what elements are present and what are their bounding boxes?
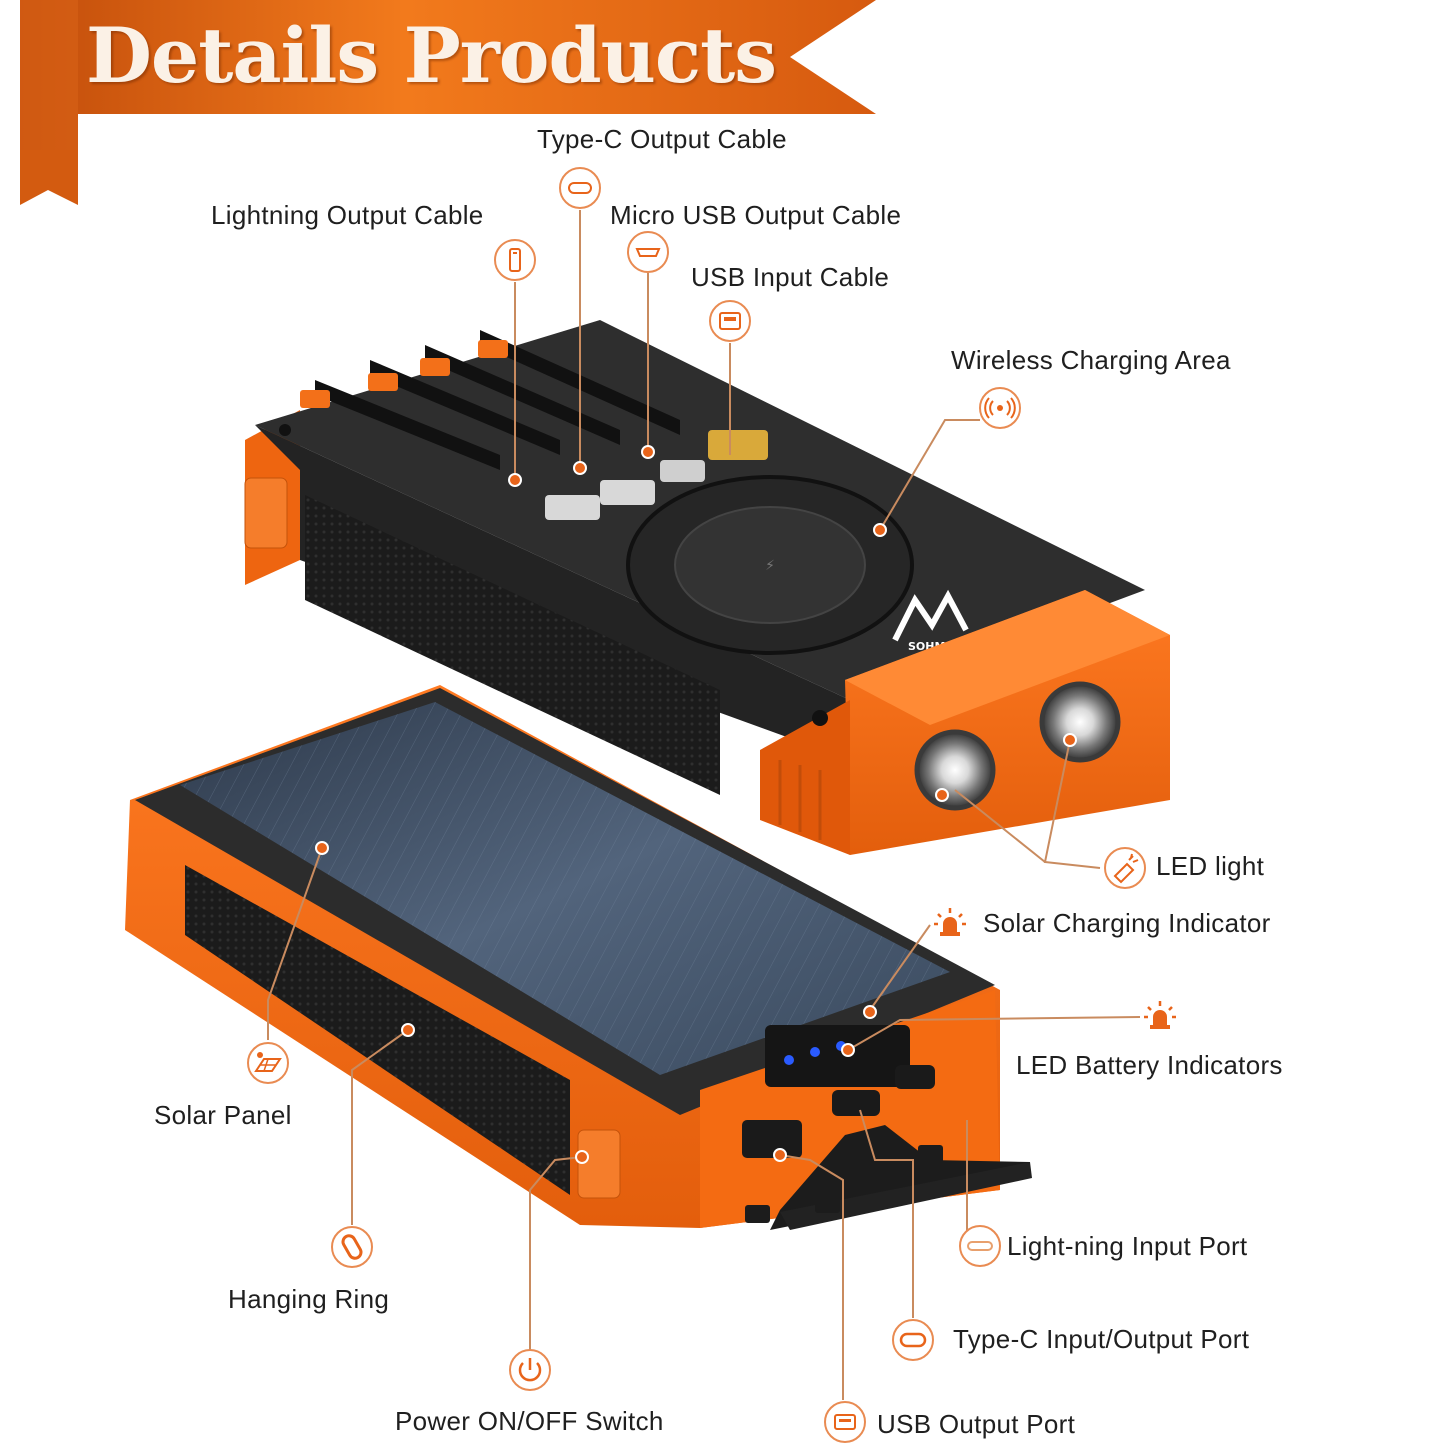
typec-port-icon <box>558 166 602 210</box>
label-micro-usb-output-cable: Micro USB Output Cable <box>610 200 902 230</box>
label-power-switch: Power ON/OFF Switch <box>395 1406 664 1436</box>
lightning-port-icon <box>958 1224 1002 1268</box>
solar-panel-icon <box>246 1041 290 1085</box>
label-usb-output-port: USB Output Port <box>877 1409 1076 1439</box>
usb-output-port-icon <box>823 1400 867 1444</box>
carabiner-icon <box>330 1225 374 1269</box>
label-hanging-ring: Hanging Ring <box>228 1284 390 1314</box>
typec-io-port-icon <box>891 1318 935 1362</box>
label-lightning-input-port: Light-ning Input Port <box>1007 1231 1248 1261</box>
power-bank-solar <box>125 685 1032 1230</box>
lightning-connector-icon <box>493 238 537 282</box>
micro-usb-port-icon <box>626 230 670 274</box>
flashlight-icon <box>1103 846 1147 890</box>
solar-indicator-light-icon <box>928 902 972 946</box>
label-led-battery-indicators: LED Battery Indicators <box>1016 1050 1283 1080</box>
wireless-charging-icon <box>978 386 1022 430</box>
label-solar-panel: Solar Panel <box>154 1100 292 1130</box>
callout-dots <box>315 445 1077 1164</box>
label-usb-input-cable: USB Input Cable <box>691 262 890 292</box>
power-icon <box>508 1348 552 1392</box>
label-typec-output-cable: Type-C Output Cable <box>537 124 787 154</box>
label-led-light: LED light <box>1156 851 1265 881</box>
wireless-pad-mark: ⚡ <box>765 558 775 574</box>
title-banner <box>20 0 876 205</box>
power-bank-top: ⚡ SOHMANS <box>244 320 1170 855</box>
usb-a-port-icon <box>708 299 752 343</box>
label-wireless-charging-area: Wireless Charging Area <box>951 345 1231 375</box>
label-lightning-output-cable: Lightning Output Cable <box>211 200 484 230</box>
page-title: Details Products <box>86 11 777 100</box>
battery-indicator-light-icon <box>1138 995 1182 1039</box>
label-solar-charging-indicator: Solar Charging Indicator <box>983 908 1271 938</box>
leader-lines <box>267 210 1141 1400</box>
label-typec-io-port: Type-C Input/Output Port <box>953 1324 1250 1354</box>
